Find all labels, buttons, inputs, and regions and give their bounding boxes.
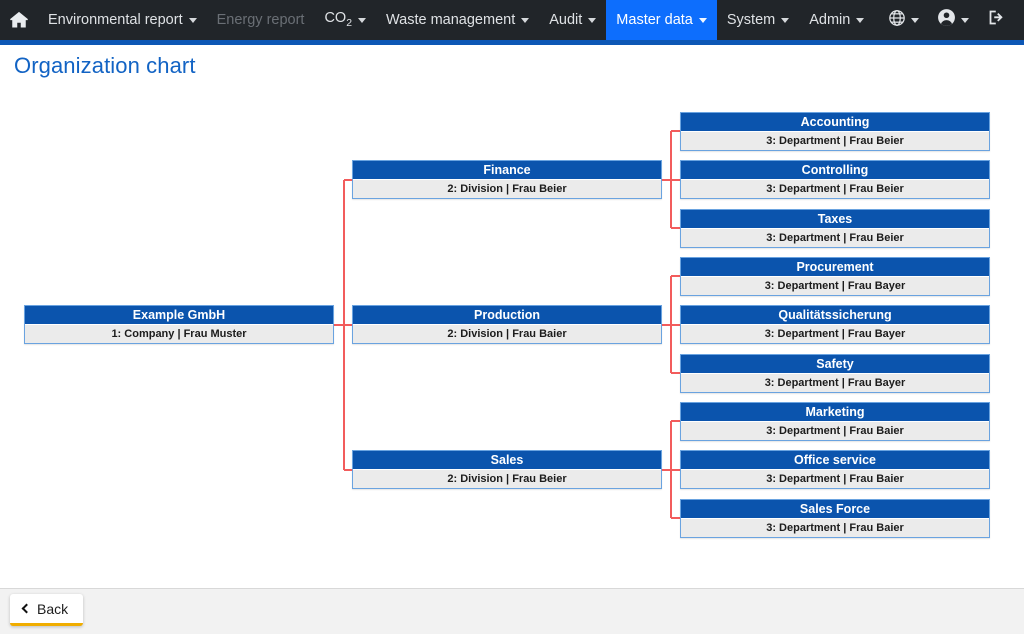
org-node-title: Accounting xyxy=(681,113,989,132)
chevron-down-icon xyxy=(698,17,707,23)
org-node-title: Sales xyxy=(353,451,661,470)
language-selector[interactable] xyxy=(880,0,927,40)
chevron-left-icon xyxy=(21,603,32,613)
nav-item-label: Admin xyxy=(809,11,851,28)
org-node-qualitaetssicherung[interactable]: Qualitätssicherung 3: Department | Frau … xyxy=(680,305,990,344)
org-node-office-service[interactable]: Office service 3: Department | Frau Baie… xyxy=(680,450,990,489)
navbar-accent-bar xyxy=(0,40,1024,45)
nav-item-label: Waste management xyxy=(386,11,516,28)
nav-item-label: Audit xyxy=(549,11,583,28)
home-icon[interactable] xyxy=(0,0,38,40)
org-node-subtitle: 3: Department | Frau Bayer xyxy=(681,277,989,295)
org-node-sales[interactable]: Sales 2: Division | Frau Beier xyxy=(352,450,662,489)
nav-item-label: Environmental report xyxy=(48,11,183,28)
org-node-procurement[interactable]: Procurement 3: Department | Frau Bayer xyxy=(680,257,990,296)
chevron-down-icon xyxy=(188,17,197,23)
org-node-finance[interactable]: Finance 2: Division | Frau Beier xyxy=(352,160,662,199)
nav-item-energy-report: Energy report xyxy=(207,0,315,40)
org-node-title: Office service xyxy=(681,451,989,470)
org-node-title: Example GmbH xyxy=(25,306,333,325)
chevron-down-icon xyxy=(358,17,367,23)
chevron-down-icon xyxy=(911,17,919,23)
logout-icon xyxy=(987,8,1006,32)
org-node-title: Sales Force xyxy=(681,500,989,519)
back-button[interactable]: Back xyxy=(10,594,84,626)
chevron-down-icon xyxy=(588,17,597,23)
org-node-accounting[interactable]: Accounting 3: Department | Frau Beier xyxy=(680,112,990,151)
org-node-production[interactable]: Production 2: Division | Frau Baier xyxy=(352,305,662,344)
org-node-subtitle: 2: Division | Frau Baier xyxy=(353,325,661,343)
org-node-title: Qualitätssicherung xyxy=(681,306,989,325)
nav-item-system[interactable]: System xyxy=(717,0,799,40)
page-title: Organization chart xyxy=(14,53,196,78)
org-node-subtitle: 3: Department | Frau Beier xyxy=(681,229,989,247)
nav-item-environmental-report[interactable]: Environmental report xyxy=(38,0,207,40)
org-node-subtitle: 3: Department | Frau Beier xyxy=(681,180,989,198)
chevron-down-icon xyxy=(961,17,969,23)
org-node-title: Procurement xyxy=(681,258,989,277)
org-node-controlling[interactable]: Controlling 3: Department | Frau Beier xyxy=(680,160,990,199)
org-node-marketing[interactable]: Marketing 3: Department | Frau Baier xyxy=(680,402,990,441)
chevron-down-icon xyxy=(856,17,865,23)
org-node-subtitle: 3: Department | Frau Baier xyxy=(681,470,989,488)
org-node-title: Controlling xyxy=(681,161,989,180)
org-node-title: Safety xyxy=(681,355,989,374)
nav-item-co2[interactable]: CO2 xyxy=(314,0,376,40)
user-menu[interactable] xyxy=(929,0,977,40)
nav-item-label: CO2 xyxy=(324,9,353,29)
nav-item-waste-management[interactable]: Waste management xyxy=(376,0,539,40)
org-chart-canvas: Example GmbH 1: Company | Frau Muster Fi… xyxy=(0,92,1024,588)
org-node-subtitle: 3: Department | Frau Baier xyxy=(681,422,989,440)
nav-item-label: Master data xyxy=(616,11,693,28)
org-node-title: Production xyxy=(353,306,661,325)
nav-item-audit[interactable]: Audit xyxy=(539,0,606,40)
org-node-title: Marketing xyxy=(681,403,989,422)
org-node-title: Taxes xyxy=(681,210,989,229)
org-node-subtitle: 3: Department | Frau Beier xyxy=(681,132,989,150)
chevron-down-icon xyxy=(781,17,790,23)
nav-right-actions xyxy=(880,0,1024,40)
org-node-subtitle: 3: Department | Frau Bayer xyxy=(681,374,989,392)
nav-item-admin[interactable]: Admin xyxy=(799,0,874,40)
nav-menu: Environmental report Energy report CO2 W… xyxy=(38,0,880,40)
globe-icon xyxy=(888,9,906,32)
org-node-title: Finance xyxy=(353,161,661,180)
org-node-subtitle: 2: Division | Frau Beier xyxy=(353,470,661,488)
chevron-down-icon xyxy=(521,17,530,23)
org-node-subtitle: 3: Department | Frau Bayer xyxy=(681,325,989,343)
nav-item-master-data[interactable]: Master data xyxy=(606,0,717,40)
footer-bar: Back xyxy=(0,588,1024,634)
org-node-subtitle: 2: Division | Frau Beier xyxy=(353,180,661,198)
org-node-company[interactable]: Example GmbH 1: Company | Frau Muster xyxy=(24,305,334,344)
back-button-label: Back xyxy=(37,600,69,617)
nav-item-label: System xyxy=(726,11,776,28)
logout-button[interactable] xyxy=(979,0,1014,40)
org-node-safety[interactable]: Safety 3: Department | Frau Bayer xyxy=(680,354,990,393)
org-node-subtitle: 3: Department | Frau Baier xyxy=(681,519,989,537)
top-navbar: Environmental report Energy report CO2 W… xyxy=(0,0,1024,40)
nav-item-label: Energy report xyxy=(216,11,305,28)
org-node-sales-force[interactable]: Sales Force 3: Department | Frau Baier xyxy=(680,499,990,538)
org-node-subtitle: 1: Company | Frau Muster xyxy=(25,325,333,343)
person-icon xyxy=(937,8,956,32)
org-node-taxes[interactable]: Taxes 3: Department | Frau Beier xyxy=(680,209,990,248)
